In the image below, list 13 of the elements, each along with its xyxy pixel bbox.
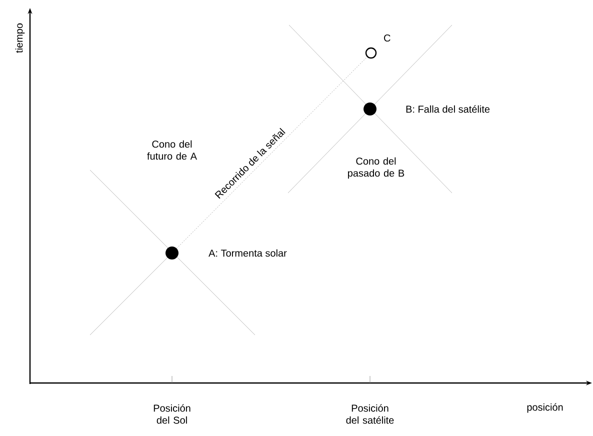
event-label: B: Falla del satélite xyxy=(406,105,490,113)
axis-label: tiempo xyxy=(15,23,25,53)
region-label: Cono del pasado de B xyxy=(348,157,404,179)
event-dot xyxy=(166,246,178,260)
tick-label: Posición del satélite xyxy=(346,404,394,424)
event-dot xyxy=(364,102,376,116)
region-label: Cono del futuro de A xyxy=(147,140,197,160)
event-circle xyxy=(365,47,377,59)
event-label: A: Tormenta solar xyxy=(208,249,287,257)
tick-label: Posición del Sol xyxy=(154,404,190,424)
signal-path xyxy=(176,56,368,248)
axis-label: posición xyxy=(527,403,563,413)
event-label: C xyxy=(384,34,390,42)
